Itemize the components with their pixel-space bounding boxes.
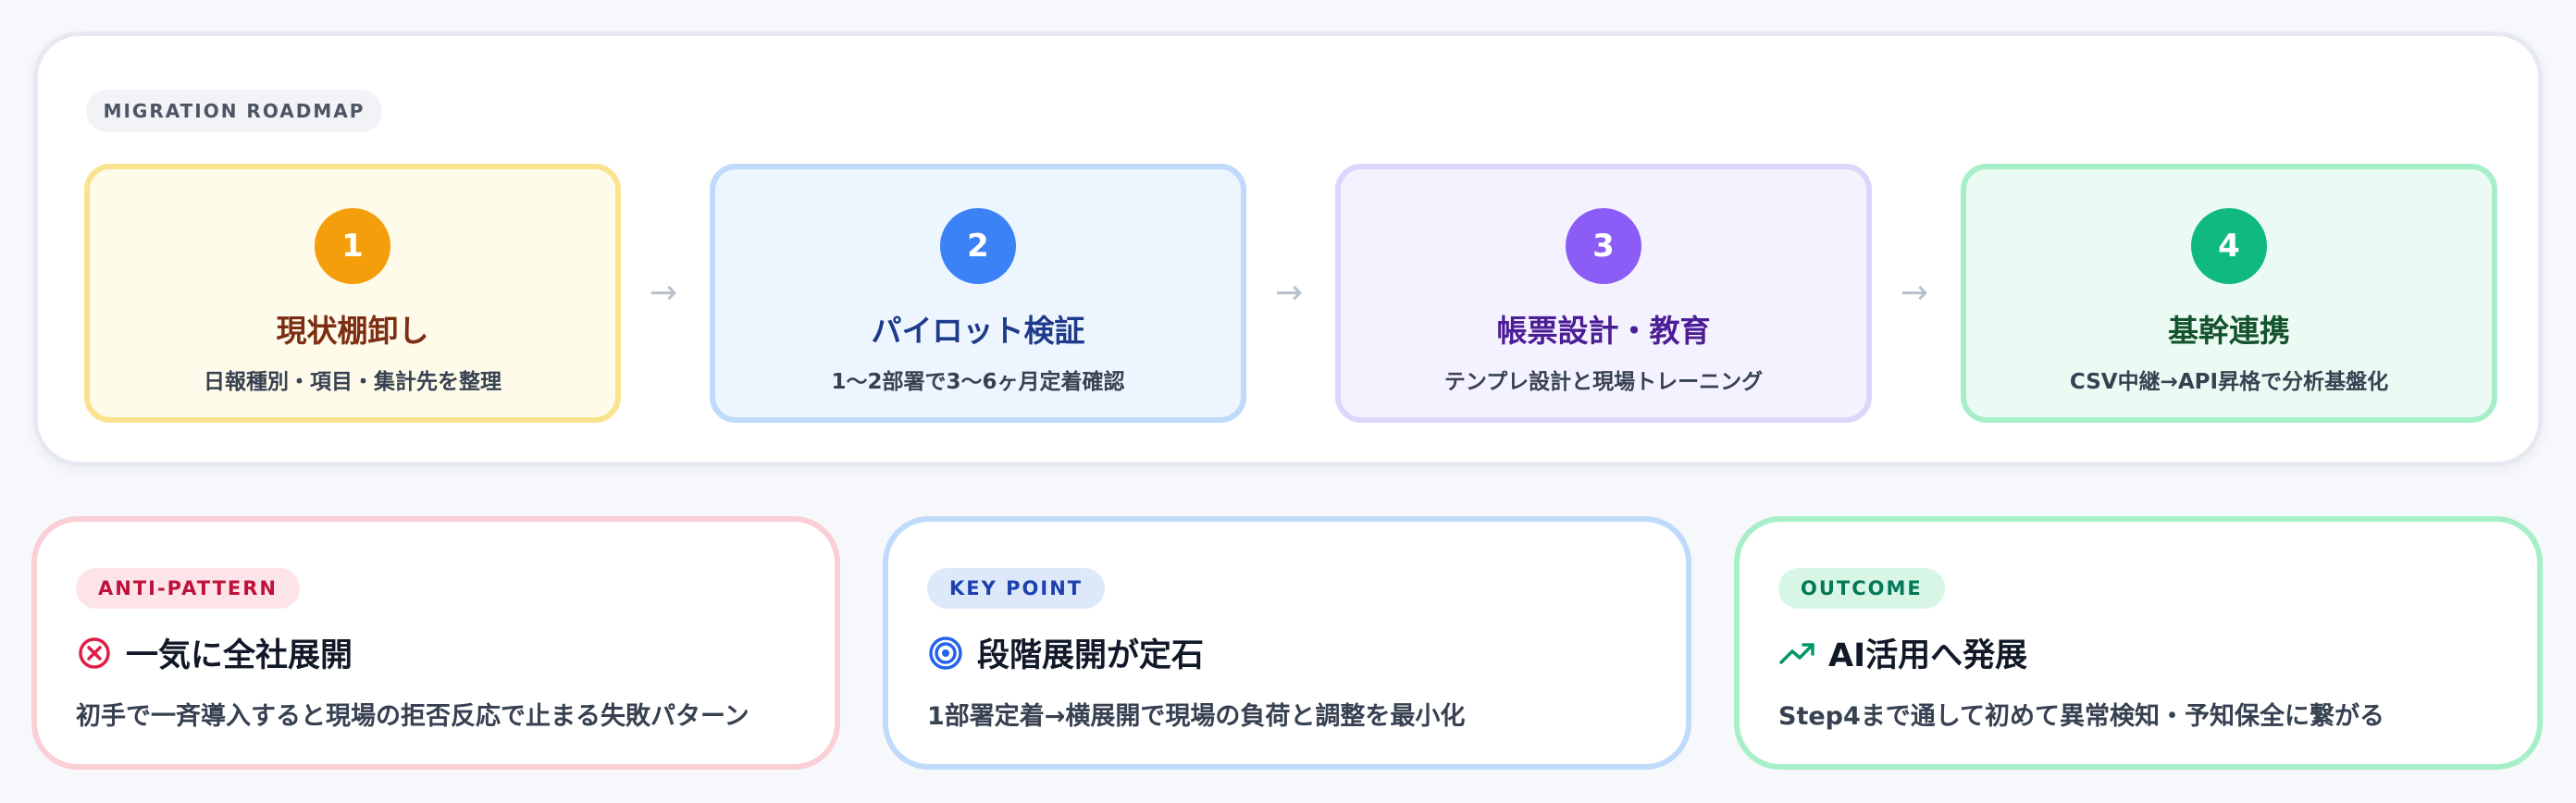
outcome-title: AI活用へ発展 xyxy=(1828,637,2028,674)
step-2-number: 2 xyxy=(940,208,1016,284)
step-2-desc: 1〜2部署で3〜6ヶ月定着確認 xyxy=(831,370,1125,394)
outcome-body: Step4まで通して初めて異常検知・予知保全に繋がる xyxy=(1778,702,2384,731)
roadmap-panel: MIGRATION ROADMAP 1 現状棚卸し 日報種別・項目・集計先を整理… xyxy=(33,31,2543,466)
anti-pattern-badge: ANTI-PATTERN xyxy=(76,568,300,609)
target-icon xyxy=(929,636,962,670)
step-4-card: 4 基幹連携 CSV中継→API昇格で分析基盤化 xyxy=(1961,164,2497,423)
anti-pattern-title: 一気に全社展開 xyxy=(126,637,353,674)
arrow-right-icon: → xyxy=(1274,274,1304,312)
arrow-right-icon: → xyxy=(649,274,678,312)
key-point-title: 段階展開が定石 xyxy=(977,637,1205,674)
step-3-title: 帳票設計・教育 xyxy=(1496,313,1711,349)
x-circle-icon xyxy=(79,636,110,669)
step-1-card: 1 現状棚卸し 日報種別・項目・集計先を整理 xyxy=(84,164,621,423)
step-4-desc: CSV中継→API昇格で分析基盤化 xyxy=(2069,370,2389,394)
key-point-card: KEY POINT 段階展開が定石 1部署定着→横展開で現場の負荷と調整を最小化 xyxy=(883,516,1691,770)
trending-up-icon xyxy=(1779,642,1814,664)
step-1-desc: 日報種別・項目・集計先を整理 xyxy=(204,370,502,394)
anti-pattern-card: ANTI-PATTERN 一気に全社展開 初手で一斉導入すると現場の拒否反応で止… xyxy=(31,516,840,770)
step-3-card: 3 帳票設計・教育 テンプレ設計と現場トレーニング xyxy=(1335,164,1872,423)
roadmap-label: MIGRATION ROADMAP xyxy=(86,90,382,132)
arrow-right-icon: → xyxy=(1900,274,1929,312)
step-4-number: 4 xyxy=(2191,208,2267,284)
step-3-number: 3 xyxy=(1566,208,1641,284)
outcome-heading: AI活用へ発展 xyxy=(1778,629,2027,676)
outcome-badge: OUTCOME xyxy=(1778,568,1945,609)
anti-pattern-heading: 一気に全社展開 xyxy=(76,629,353,676)
anti-pattern-body: 初手で一斉導入すると現場の拒否反応で止まる失敗パターン xyxy=(76,702,749,731)
step-1-number: 1 xyxy=(315,208,390,284)
step-2-title: パイロット検証 xyxy=(871,313,1085,349)
key-point-heading: 段階展開が定石 xyxy=(927,629,1204,676)
key-point-badge: KEY POINT xyxy=(927,568,1106,609)
step-2-card: 2 パイロット検証 1〜2部署で3〜6ヶ月定着確認 xyxy=(710,164,1246,423)
step-4-title: 基幹連携 xyxy=(2168,313,2290,349)
step-3-desc: テンプレ設計と現場トレーニング xyxy=(1443,370,1764,394)
key-point-body: 1部署定着→横展開で現場の負荷と調整を最小化 xyxy=(927,702,1466,731)
step-1-title: 現状棚卸し xyxy=(276,313,429,349)
outcome-card: OUTCOME AI活用へ発展 Step4まで通して初めて異常検知・予知保全に繋… xyxy=(1734,516,2543,770)
